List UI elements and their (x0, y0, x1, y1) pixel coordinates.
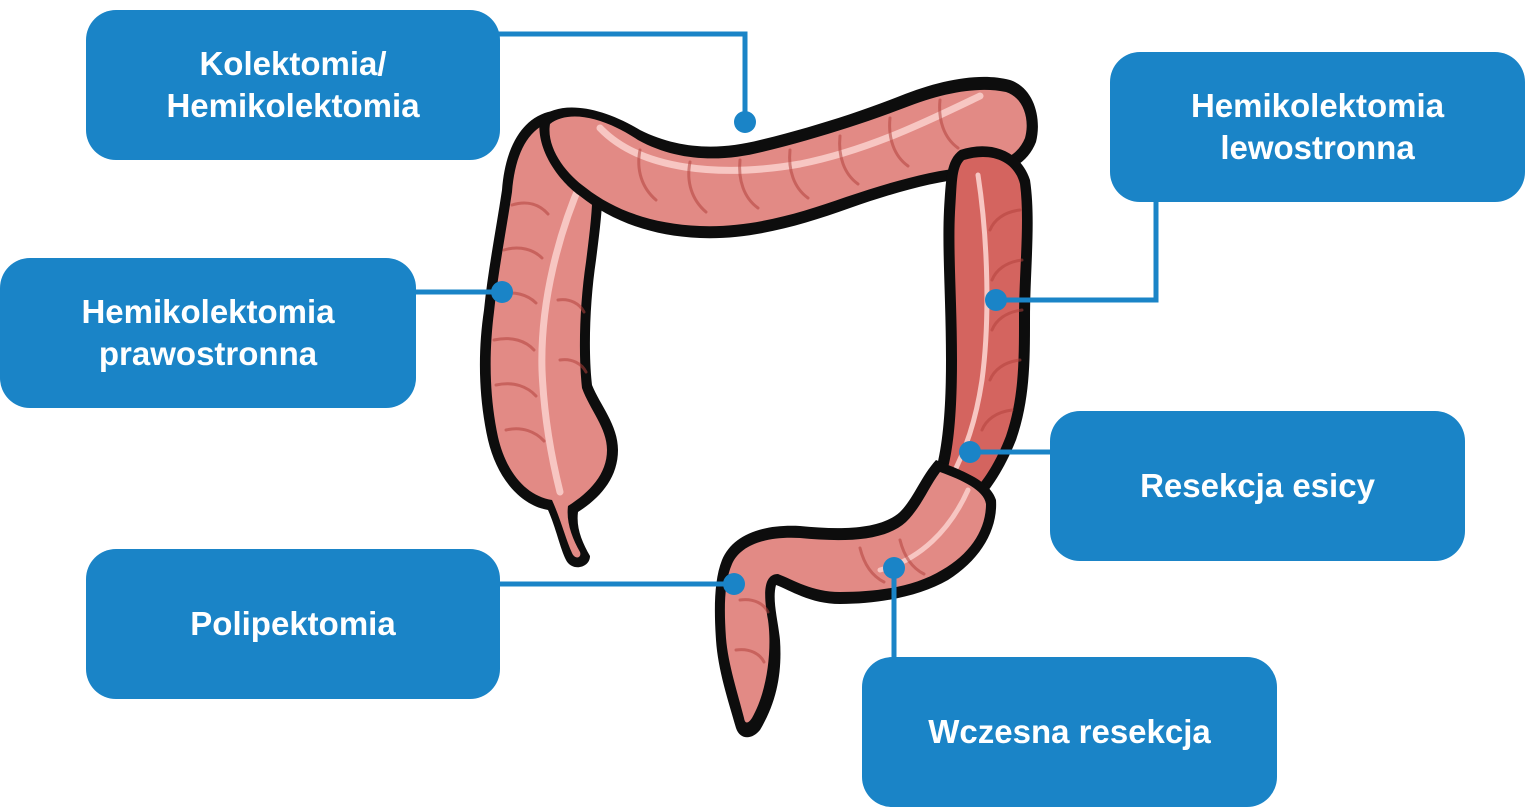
polypectomy-pointer-dot (723, 573, 745, 595)
ascending-colon (479, 111, 618, 568)
left-hemicolectomy-label-line-1: Hemikolektomia (1190, 87, 1445, 124)
right-hemicolectomy-pointer-dot (491, 281, 513, 303)
early-resection-label-box[interactable]: Wczesna resekcja (862, 657, 1277, 807)
right-hemicolectomy-label-line-1: Hemikolektomia (81, 293, 335, 330)
polypectomy-label-line-1: Polipektomia (190, 605, 396, 642)
transverse-colon (539, 76, 1038, 239)
left-hemicolectomy-leader-line (996, 200, 1159, 303)
colectomy-leader-line (496, 31, 748, 122)
left-hemicolectomy-label-box[interactable]: Hemikolektomia lewostronna (1110, 52, 1525, 202)
colectomy-label-line-1: Kolektomia/ (199, 45, 387, 82)
descending-colon (936, 146, 1033, 500)
left-hemicolectomy-pointer-dot (985, 289, 1007, 311)
polypectomy-label-box[interactable]: Polipektomia (86, 549, 500, 699)
sigmoid-resection-label-line-1: Resekcja esicy (1140, 467, 1375, 504)
left-hemicolectomy-label-line-2: lewostronna (1220, 129, 1415, 166)
sigmoid-resection-label-box[interactable]: Resekcja esicy (1050, 411, 1465, 561)
right-hemicolectomy-label-line-2: prawostronna (98, 335, 318, 372)
colectomy-pointer-dot (734, 111, 756, 133)
early-resection-pointer-dot (883, 557, 905, 579)
right-hemicolectomy-label-box[interactable]: Hemikolektomia prawostronna (0, 258, 416, 408)
leader-lines (414, 31, 1159, 660)
colectomy-label-line-2: Hemikolektomia (166, 87, 420, 124)
early-resection-label-line-1: Wczesna resekcja (928, 713, 1211, 750)
large-intestine-illustration (479, 76, 1038, 738)
colectomy-label-box[interactable]: Kolektomia/ Hemikolektomia (86, 10, 500, 160)
sigmoid-resection-pointer-dot (959, 441, 981, 463)
